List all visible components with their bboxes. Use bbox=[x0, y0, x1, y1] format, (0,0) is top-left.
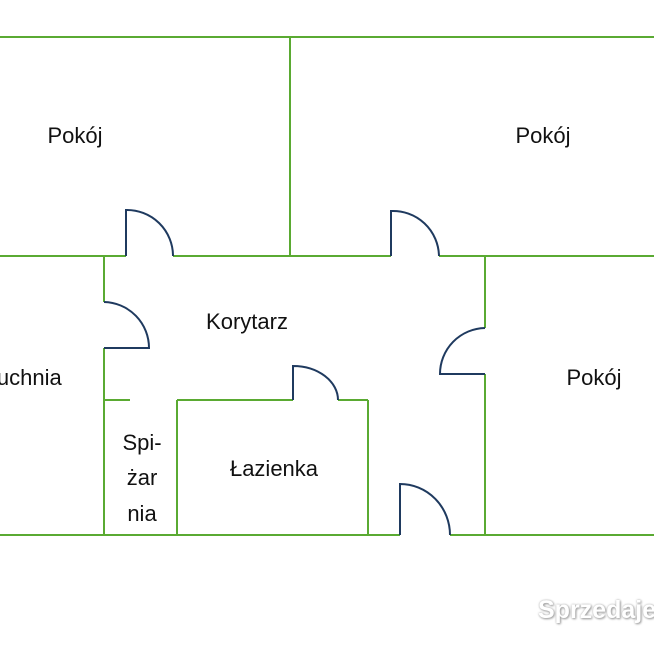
room-label-right: Pokój bbox=[566, 365, 622, 390]
door-swing bbox=[103, 301, 151, 349]
door-swing bbox=[390, 209, 440, 257]
room-label-pantry-1: Spi- bbox=[122, 430, 162, 455]
door-swing bbox=[438, 327, 486, 375]
door-swing bbox=[399, 482, 451, 536]
room-label-kitchen: Kuchnia bbox=[0, 365, 62, 390]
room-label-top-right: Pokój bbox=[515, 123, 571, 148]
room-label-corridor: Korytarz bbox=[206, 309, 288, 334]
door-swing bbox=[292, 364, 339, 401]
walls bbox=[0, 36, 654, 536]
doors bbox=[103, 208, 486, 536]
watermark: Sprzedajemy bbox=[538, 596, 654, 624]
room-label-top-left: Pokój bbox=[47, 123, 103, 148]
door-swing bbox=[125, 208, 174, 257]
room-label-bathroom: Łazienka bbox=[229, 456, 319, 481]
room-label-pantry-2: żar bbox=[126, 465, 158, 490]
room-label-pantry-3: nia bbox=[127, 501, 157, 526]
